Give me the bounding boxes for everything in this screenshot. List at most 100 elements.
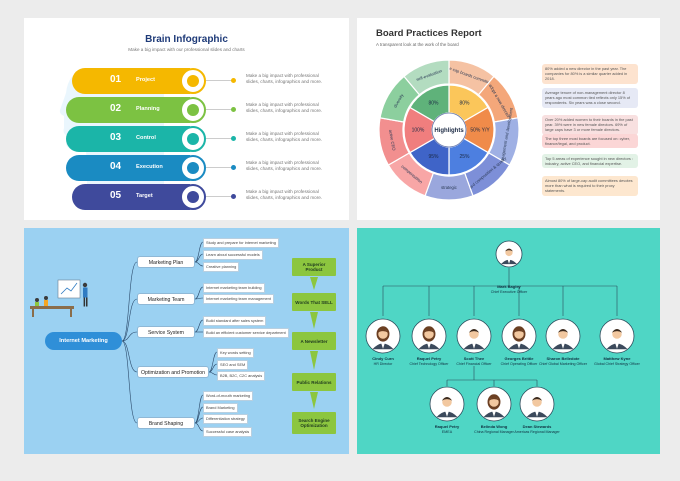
- mindmap-leaf: Successful case analysis: [203, 427, 253, 437]
- brain-step-label: Execution: [136, 164, 163, 170]
- board-highlight-card: 80% added a new director in the past yea…: [542, 64, 638, 84]
- mindmap-leaf: Creative planning: [203, 262, 240, 272]
- avatar-icon: [365, 318, 401, 354]
- brain-step-connector: [206, 80, 232, 81]
- brain-step-icon: [180, 97, 206, 123]
- brain-step-number: 02: [110, 103, 122, 114]
- brain-step-label: Project: [136, 77, 155, 83]
- brain-step-dot: [231, 193, 236, 199]
- brain-step-icon: [180, 126, 206, 152]
- avatar-icon: [599, 318, 635, 354]
- brain-step-number: 01: [110, 74, 122, 85]
- brain-step-label: Control: [136, 135, 156, 141]
- brain-step-dot: [231, 106, 236, 112]
- donut-center-label: Highlights: [434, 128, 464, 134]
- org-person-name: Georges Brittle: [504, 356, 534, 361]
- mindmap-branch-4: Optimization and Promotion: [137, 366, 209, 378]
- brain-step-icon: [180, 155, 206, 181]
- brain-step-3: [66, 126, 190, 152]
- org-person-name: Raquel Petry: [434, 424, 460, 429]
- brain-infographic-panel: Brain Infographic Make a big impact with…: [24, 18, 349, 220]
- presentation-illustration-icon: [30, 279, 88, 317]
- board-highlight-card: Almost 80% of large-cap audit committees…: [542, 176, 638, 196]
- avatar-icon: [495, 240, 523, 268]
- mindmap-leaf: SEO and SEM: [217, 360, 249, 370]
- board-highlight-card: Over 20% added women to their boards in …: [542, 115, 638, 135]
- org-person-role: Chief Financial Officer: [456, 362, 492, 366]
- brain-subtitle: Make a big impact with our professional …: [128, 47, 245, 52]
- donut-center: [431, 112, 467, 148]
- donut-inner-label: 80%: [459, 100, 470, 106]
- avatar-icon: [545, 318, 581, 354]
- donut-inner-label: 80%: [428, 100, 439, 106]
- donut-inner-label: 95%: [428, 154, 439, 160]
- org-person-name: Scott Thee: [463, 356, 485, 361]
- mindmap-branch-1: Marketing Plan: [137, 256, 195, 268]
- donut-inner-label: 25%: [459, 154, 470, 160]
- brain-step-number: 03: [110, 132, 122, 143]
- mindmap-center-node: Internet Marketing: [45, 332, 122, 350]
- mindmap-branch-3: Service System: [137, 326, 195, 338]
- mindmap-leaf: Brand Marketing: [203, 403, 238, 413]
- donut-inner-label: 50% Y/Y: [470, 127, 490, 133]
- brain-step-1: [72, 68, 190, 94]
- mindmap-connectors: [30, 241, 218, 432]
- org-person-name: Sharon Belledote: [546, 356, 580, 361]
- brain-step-2: [66, 97, 190, 123]
- down-arrow-icon: [310, 277, 318, 290]
- avatar-icon: [411, 318, 447, 354]
- mindmap-leaf: B2B, B2C, C2C analysis: [217, 371, 266, 381]
- brain-step-5: [72, 184, 190, 210]
- org-person-role: EMEA: [441, 430, 453, 434]
- brain-step-dot: [231, 77, 236, 83]
- org-person-role: Global Chief Strategy Officer: [594, 362, 640, 366]
- mindmap-step-box: Public Relations: [292, 373, 336, 391]
- org-person-name: Belinda Wong: [480, 424, 508, 429]
- board-title: Board Practices Report: [376, 28, 482, 39]
- brain-step-4: [66, 155, 190, 181]
- mindmap-leaf: Differentiation strategy: [203, 414, 248, 424]
- brain-step-icon: [180, 184, 206, 210]
- org-person-name: Raquel Petry: [416, 356, 442, 361]
- org-person-name: Dean Stewards: [522, 424, 552, 429]
- avatar-icon: [501, 318, 537, 354]
- brain-step-icon: [180, 68, 206, 94]
- org-person-name: Mark Bagley: [497, 284, 521, 289]
- brain-step-dot: [231, 164, 236, 170]
- brain-step-connector: [206, 138, 232, 139]
- mindmap-branch-2: Marketing Team: [137, 293, 195, 305]
- brain-step-number: 04: [110, 161, 122, 172]
- mindmap-branch-5: Brand Shaping: [137, 417, 195, 429]
- mindmap-step-box: A Superior Product: [292, 258, 336, 276]
- brain-step-description: Make a big impact with professional slid…: [246, 73, 323, 84]
- mindmap-step-box: Words That SELL: [292, 293, 336, 311]
- org-person-name: Matthew Kyne: [603, 356, 631, 361]
- avatar-icon: [519, 386, 555, 422]
- board-donut-chart: large cap boards committee...adopt a new…: [378, 59, 520, 201]
- avatar-icon: [429, 386, 465, 422]
- mindmap-leaf: Internet marketing team building: [203, 283, 265, 293]
- mindmap-step-box: A Newsletter: [292, 332, 336, 350]
- org-person-role: Chief Operating Officer: [500, 362, 538, 366]
- brain-step-number: 05: [110, 190, 122, 201]
- board-report-panel: Board Practices Report A transparent loo…: [357, 18, 660, 220]
- org-person-role: Chief Technology Officer: [409, 362, 449, 366]
- mindmap-step-box: Search Engine Optimization: [292, 412, 336, 434]
- brain-step-label: Target: [136, 193, 153, 199]
- donut-inner-label: 100%: [412, 127, 425, 133]
- brain-step-description: Make a big impact with professional slid…: [246, 189, 323, 200]
- mindmap-leaf: Learn about successful models: [203, 250, 263, 260]
- brain-step-connector: [206, 196, 232, 197]
- brain-step-label: Planning: [136, 106, 160, 112]
- down-arrow-icon: [310, 351, 318, 370]
- down-arrow-icon: [310, 392, 318, 409]
- brain-title: Brain Infographic: [145, 34, 228, 45]
- brain-step-description: Make a big impact with professional slid…: [246, 131, 323, 142]
- org-person-role: China Regional Manager: [474, 430, 514, 434]
- mindmap-leaf: Key words setting: [217, 348, 254, 358]
- donut-ring-label: strategic: [441, 185, 457, 190]
- brain-step-dot: [231, 135, 236, 141]
- org-person-role: HR Director: [373, 362, 393, 366]
